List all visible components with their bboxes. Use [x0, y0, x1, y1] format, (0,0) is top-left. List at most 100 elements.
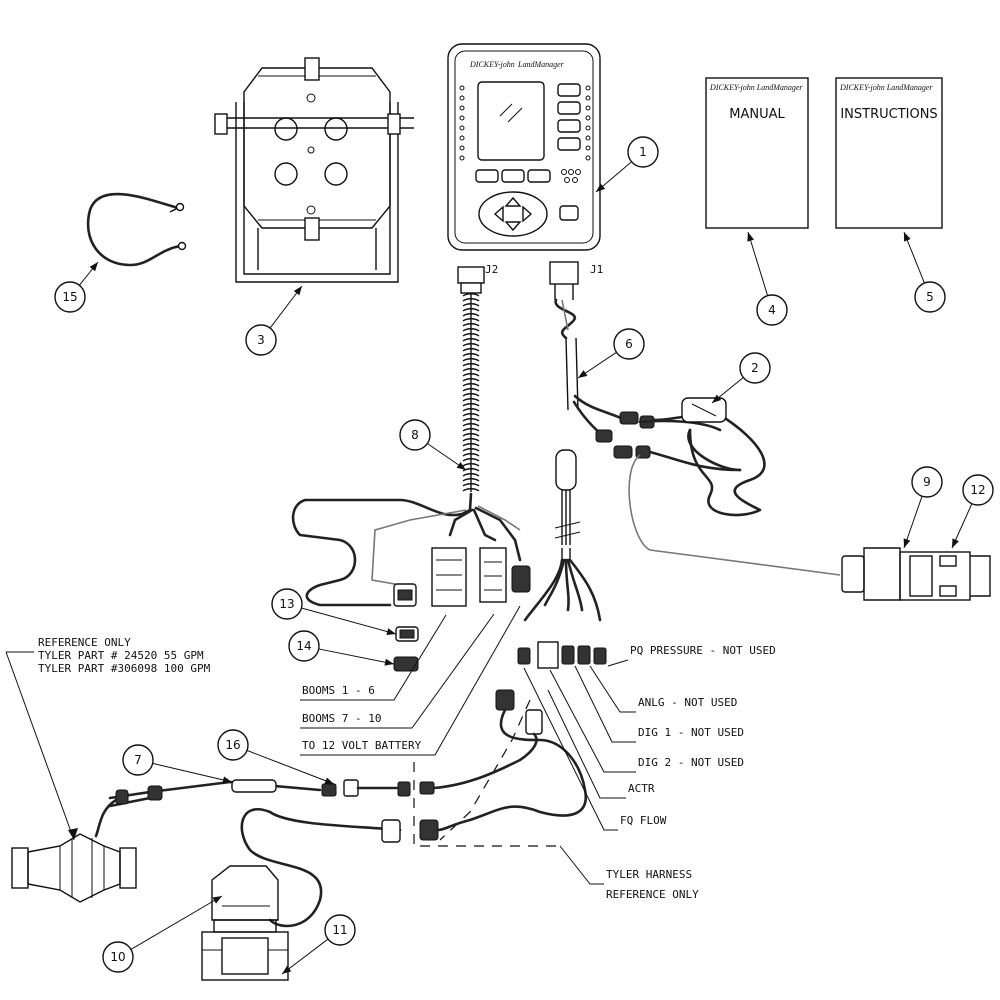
- boom-connectors: [393, 547, 531, 607]
- up-button[interactable]: [557, 101, 581, 115]
- ground-cable: [86, 192, 187, 267]
- balloon-label-2: 2: [751, 361, 759, 375]
- terminator-plugs: [393, 626, 419, 672]
- mounting-bracket: [214, 57, 414, 283]
- dig2-label: DIG 2 - NOT USED: [638, 756, 744, 769]
- leader-line-16: [246, 749, 335, 785]
- leader-arrow-2: [712, 394, 722, 403]
- leader-arrow-10: [212, 896, 222, 904]
- balloon-label-4: 4: [768, 303, 776, 317]
- digital-button[interactable]: [527, 169, 551, 183]
- balloon-15: [54, 281, 86, 313]
- leader-arrow-7: [222, 776, 232, 784]
- leader-arrow-6: [578, 370, 588, 378]
- io-button[interactable]: [559, 205, 579, 221]
- balloon-10: [102, 941, 134, 973]
- balloon-label-11: 11: [332, 923, 347, 937]
- select-button[interactable]: [475, 169, 499, 183]
- balloon-14: [288, 630, 320, 662]
- balloon-label-9: 9: [923, 475, 931, 489]
- reference-line-2: TYLER PART #306098 100 GPM: [38, 662, 211, 675]
- balloon-9: [911, 466, 943, 498]
- speed-sensor: [628, 397, 841, 576]
- reference-line-1: TYLER PART # 24520 55 GPM: [38, 649, 204, 662]
- manual-document: DICKEY-john LandManager MANUAL: [705, 77, 809, 229]
- j2-label: J2: [485, 263, 498, 276]
- balloon-2: [739, 352, 771, 384]
- tyler-harness: [413, 689, 588, 847]
- console-screen: [477, 81, 545, 161]
- balloon-7: [122, 744, 154, 776]
- down-button[interactable]: [557, 119, 581, 133]
- balloon-label-3: 3: [257, 333, 265, 347]
- balloon-4: [756, 294, 788, 326]
- balloon-1: [627, 136, 659, 168]
- control-valve: [201, 865, 289, 981]
- pq-pressure-label: PQ PRESSURE - NOT USED: [630, 644, 776, 657]
- fq-flow-label: FQ FLOW: [620, 814, 667, 827]
- flow-harness: [94, 779, 411, 928]
- leader-line-14: [318, 648, 395, 665]
- reference-title: REFERENCE ONLY: [38, 636, 131, 649]
- leader-line-13: [301, 607, 397, 635]
- leader-arrow-5: [904, 232, 911, 242]
- setup-button[interactable]: [501, 169, 525, 183]
- navigation-pad[interactable]: [478, 191, 548, 237]
- main-harness: [517, 261, 627, 669]
- balloon-6: [613, 328, 645, 360]
- coiled-harness: [291, 266, 522, 607]
- leader-line-10: [130, 895, 223, 950]
- balloon-label-10: 10: [110, 950, 125, 964]
- anlg-label: ANLG - NOT USED: [638, 696, 737, 709]
- leader-line-5: [903, 231, 925, 284]
- j1-label: J1: [590, 263, 603, 276]
- console-brand: DICKEY-john: [469, 60, 515, 69]
- actr-label: ACTR: [628, 782, 655, 795]
- manual-title: MANUAL: [729, 107, 785, 122]
- manual-header: DICKEY-john LandManager: [709, 83, 803, 92]
- balloon-label-5: 5: [926, 290, 934, 304]
- balloon-label-1: 1: [639, 145, 647, 159]
- leader-arrow-12: [952, 538, 959, 548]
- booms-1-6-label: BOOMS 1 - 6: [302, 684, 375, 697]
- leader-arrow-8: [456, 462, 466, 470]
- leader-arrow-9: [903, 538, 911, 548]
- enter-button[interactable]: [557, 137, 581, 151]
- leader-arrow-11: [282, 965, 292, 974]
- sensor-connectors: [595, 411, 742, 472]
- balloon-label-15: 15: [62, 290, 77, 304]
- balloon-11: [324, 914, 356, 946]
- console-leds-left: [459, 85, 465, 161]
- flow-button[interactable]: [557, 83, 581, 97]
- leader-arrow-14: [384, 658, 394, 666]
- instructions-document: DICKEY-john LandManager INSTRUCTIONS: [835, 77, 943, 229]
- leader-arrow-15: [89, 262, 98, 272]
- leader-line-9: [903, 496, 923, 549]
- flow-meter: [841, 547, 991, 601]
- balloon-16: [217, 729, 249, 761]
- balloon-label-12: 12: [970, 483, 985, 497]
- leader-arrow-3: [293, 286, 302, 296]
- battery-label: TO 12 VOLT BATTERY: [302, 739, 422, 752]
- balloon-3: [245, 324, 277, 356]
- tyler-flowmeter: [11, 833, 137, 903]
- leader-arrow-16: [324, 777, 334, 785]
- leader-arrow-13: [386, 628, 396, 635]
- landmanager-console: DICKEY-john LandManager: [447, 43, 601, 251]
- balloon-12: [962, 474, 994, 506]
- balloon-label-13: 13: [279, 597, 294, 611]
- balloon-label-16: 16: [225, 738, 240, 752]
- instructions-header: DICKEY-john LandManager: [839, 83, 933, 92]
- leader-line-7: [152, 762, 233, 783]
- leader-line-4: [747, 231, 769, 296]
- leader-arrow-4: [747, 232, 754, 242]
- balloon-label-7: 7: [134, 753, 142, 767]
- console-model: LandManager: [517, 60, 565, 69]
- instructions-title: INSTRUCTIONS: [840, 107, 937, 122]
- balloon-13: [271, 588, 303, 620]
- tyler-reference-label: REFERENCE ONLY: [606, 888, 699, 901]
- balloon-5: [914, 281, 946, 313]
